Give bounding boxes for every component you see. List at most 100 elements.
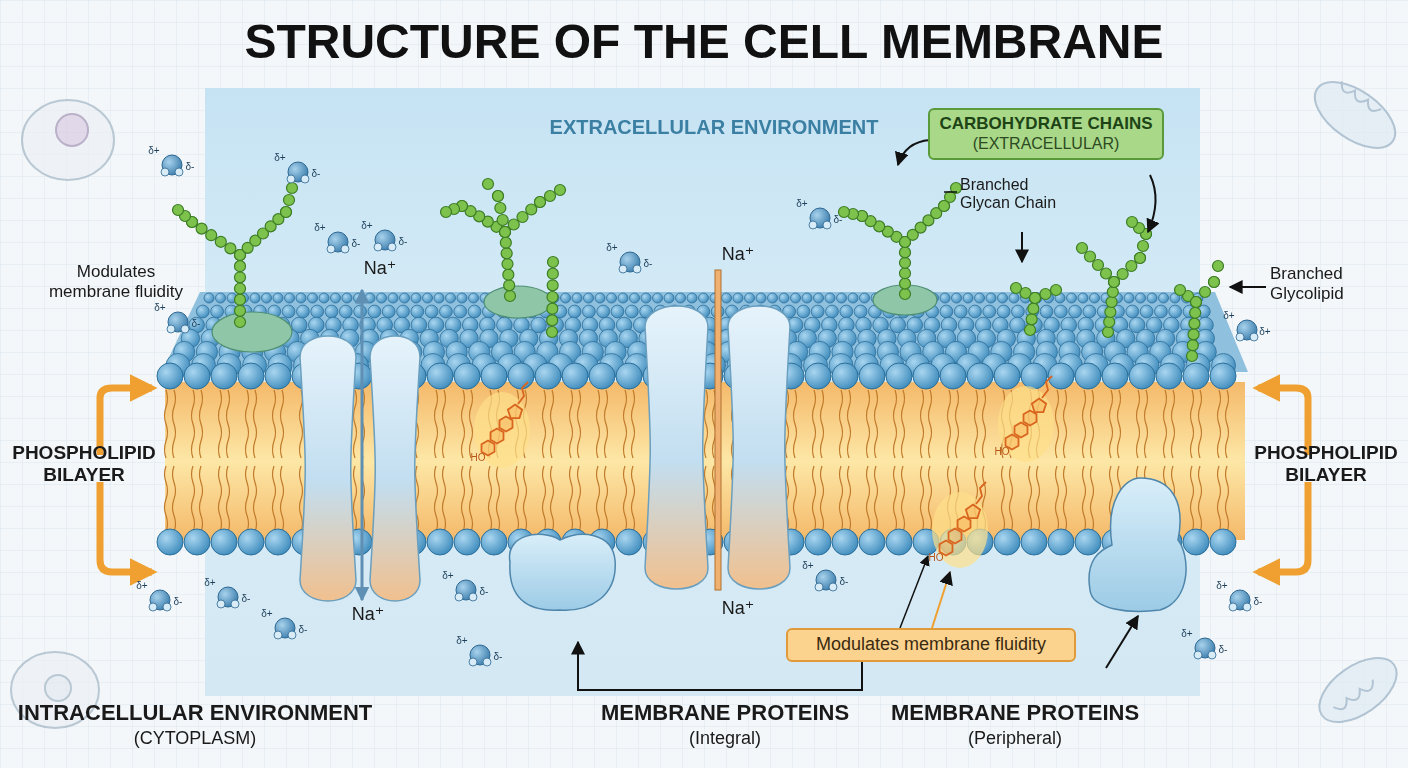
- phospholipid-head: [1054, 305, 1067, 318]
- leader-arrow: [1021, 232, 1023, 262]
- category-label: MEMBRANE PROTEINS: [880, 700, 1150, 725]
- sugar-bead: [1026, 314, 1037, 325]
- sugar-bead: [1030, 293, 1041, 304]
- sterol-tail: [976, 482, 986, 504]
- charge-label: δ+: [1175, 628, 1199, 640]
- phospholipid-head: [840, 305, 853, 318]
- phospholipid-head: [860, 293, 870, 303]
- phospholipid-head: [1169, 305, 1182, 318]
- fatty-acid-tail: [192, 466, 195, 532]
- fatty-acid-tail: [794, 390, 797, 458]
- leader-arrow: [1148, 175, 1156, 232]
- sodium-transport-arrow: [361, 290, 364, 600]
- fatty-acid-tail: [165, 466, 168, 532]
- charge-label: δ-: [1211, 644, 1235, 656]
- glycoprotein-dome: [484, 286, 552, 318]
- fatty-acid-tail: [929, 390, 932, 458]
- phospholipid-head: [411, 293, 421, 303]
- sugar-bead: [235, 261, 246, 272]
- sugar-bead: [1209, 277, 1220, 288]
- phospholipid-head: [826, 305, 839, 318]
- sodium-channel-rod: [715, 270, 721, 590]
- phospholipid-head: [779, 293, 789, 303]
- fatty-acid-tail: [570, 390, 573, 458]
- sugar-bead: [900, 257, 911, 268]
- phospholipid-head: [434, 293, 444, 303]
- sugar-bead: [1209, 277, 1220, 288]
- phospholipid-head: [994, 529, 1020, 555]
- charge-label: δ+: [355, 220, 379, 232]
- callout-body: (EXTRACELLULAR): [936, 134, 1156, 153]
- phospholipid-head: [952, 293, 962, 303]
- water-molecule: [815, 570, 837, 591]
- oxygen-atom: [810, 208, 830, 228]
- diagram-title: STRUCTURE OF THE CELL MEMBRANE: [0, 14, 1408, 69]
- charge-label: δ+: [600, 242, 624, 254]
- fatty-acid-tail: [1199, 466, 1202, 532]
- fatty-acid-tail: [902, 390, 905, 458]
- charge-label: δ-: [178, 161, 202, 173]
- hydrogen-atom: [288, 631, 296, 639]
- sugar-bead: [1028, 303, 1039, 314]
- charge-label: δ+: [436, 570, 460, 582]
- note-label: Modulates membrane fluidity: [36, 262, 196, 301]
- fatty-acid-tail: [354, 466, 357, 532]
- phospholipid-head: [1090, 293, 1100, 303]
- leader-arrow: [1106, 616, 1138, 668]
- fatty-acid-tail: [1002, 466, 1005, 532]
- sugar-bead: [235, 272, 246, 283]
- oxygen-atom: [1230, 590, 1250, 610]
- sugar-bead: [1030, 293, 1041, 304]
- nucleus-icon: [56, 114, 88, 146]
- phospholipid-head: [454, 529, 480, 555]
- phospholipid-head: [848, 293, 858, 303]
- phospholipid-head: [296, 293, 306, 303]
- fatty-acid-tail: [254, 390, 257, 458]
- atom-label: HO: [987, 446, 1017, 458]
- sugar-bead: [502, 259, 513, 270]
- charge-label: δ+: [1217, 310, 1241, 322]
- water-molecule: [469, 645, 491, 666]
- atom-label: HO: [921, 552, 951, 564]
- phospholipid-head: [791, 293, 801, 303]
- sugar-bead: [215, 236, 226, 247]
- phospholipid-head: [446, 293, 456, 303]
- phospholipid-head: [339, 305, 352, 318]
- mitochondrion-cristae: [1333, 680, 1376, 713]
- phospholipid-head: [454, 363, 480, 389]
- glycan-chains: [173, 179, 1224, 362]
- phospholipid-head: [1009, 293, 1019, 303]
- fatty-acid-tail: [1091, 390, 1094, 458]
- leader-arrow: [932, 572, 950, 628]
- water-molecule: [161, 155, 183, 176]
- fatty-acid-tail: [840, 390, 843, 458]
- phospholipid-head: [365, 293, 375, 303]
- fatty-acid-tail: [1064, 390, 1067, 458]
- phospholipid-head: [1048, 529, 1074, 555]
- phospholipid-head: [756, 293, 766, 303]
- sugar-bead: [1127, 217, 1138, 228]
- fatty-acid-tail: [894, 390, 897, 458]
- phospholipid-head: [1102, 363, 1128, 389]
- fatty-acid-tail: [983, 390, 986, 458]
- hydrogen-atom: [469, 593, 477, 601]
- water-molecule: [327, 232, 349, 253]
- sugar-bead: [493, 191, 504, 202]
- fatty-acid-tail: [227, 390, 230, 458]
- fatty-acid-tail: [1172, 390, 1175, 458]
- integral-protein: [300, 336, 356, 601]
- sugar-bead: [235, 294, 246, 305]
- charge-label: δ+: [450, 635, 474, 647]
- phospholipid-head: [595, 293, 605, 303]
- fatty-acid-tail: [551, 466, 554, 532]
- sugar-bead: [900, 289, 911, 300]
- water-molecule: [1229, 590, 1251, 611]
- phospholipid-head: [618, 293, 628, 303]
- phospholipid-head: [814, 293, 824, 303]
- fatty-acid-tail: [624, 466, 627, 532]
- phospholipid-head: [1021, 363, 1047, 389]
- fatty-acid-tail: [1056, 390, 1059, 458]
- phospholipid-head: [1155, 305, 1168, 318]
- charge-label: δ+: [308, 222, 332, 234]
- mitochondrion-icon: [1308, 645, 1408, 735]
